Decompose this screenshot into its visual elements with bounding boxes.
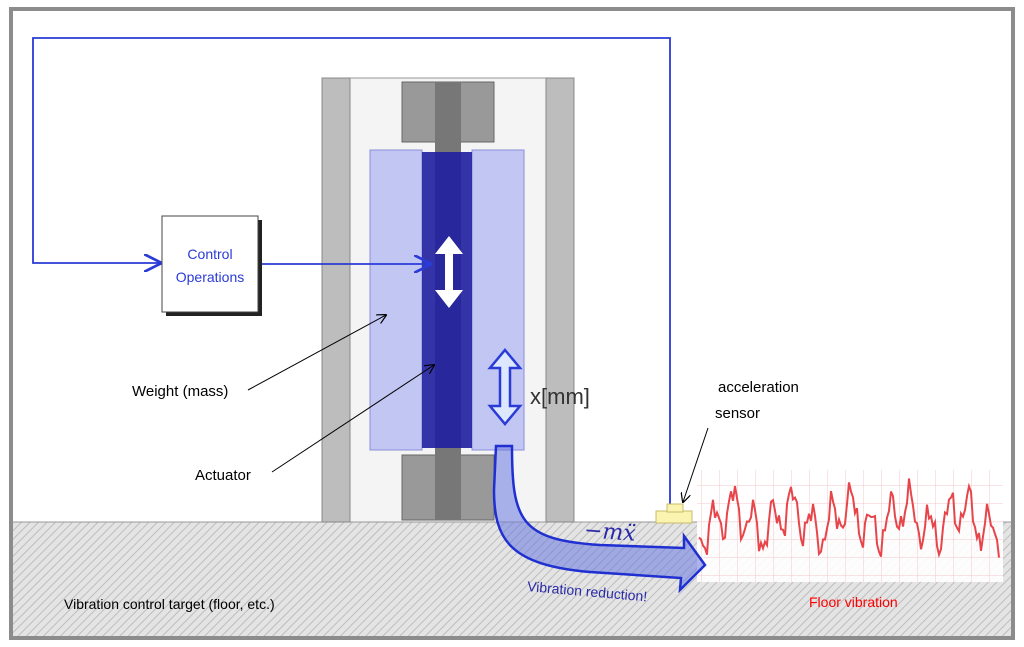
displacement-arrow-icon (487, 348, 523, 426)
acceleration-sensor (655, 510, 693, 524)
sensor-label-line1: acceleration (718, 379, 799, 396)
floor-vibration-wave (698, 478, 1000, 559)
weight-label: Weight (mass) (132, 383, 229, 400)
displacement-label: x[mm] (530, 384, 590, 409)
mass-left (369, 149, 423, 451)
target-label: Vibration control target (floor, etc.) (64, 596, 275, 612)
vibration-reduction-arrow (492, 444, 707, 594)
force-label: −mẍ (583, 518, 637, 547)
control-label-line2: Operations (175, 269, 245, 285)
control-box (161, 215, 259, 313)
mass-right (471, 149, 525, 451)
actuator-motion-arrow-icon (435, 236, 463, 308)
actuator-label: Actuator (195, 467, 251, 484)
floor-vibration-label: Floor vibration (809, 594, 898, 610)
sensor-label-line2: sensor (715, 405, 761, 422)
control-operations-label: Control Operations (162, 243, 258, 289)
feedback-line (32, 37, 671, 505)
control-label-line1: Control (187, 246, 233, 262)
